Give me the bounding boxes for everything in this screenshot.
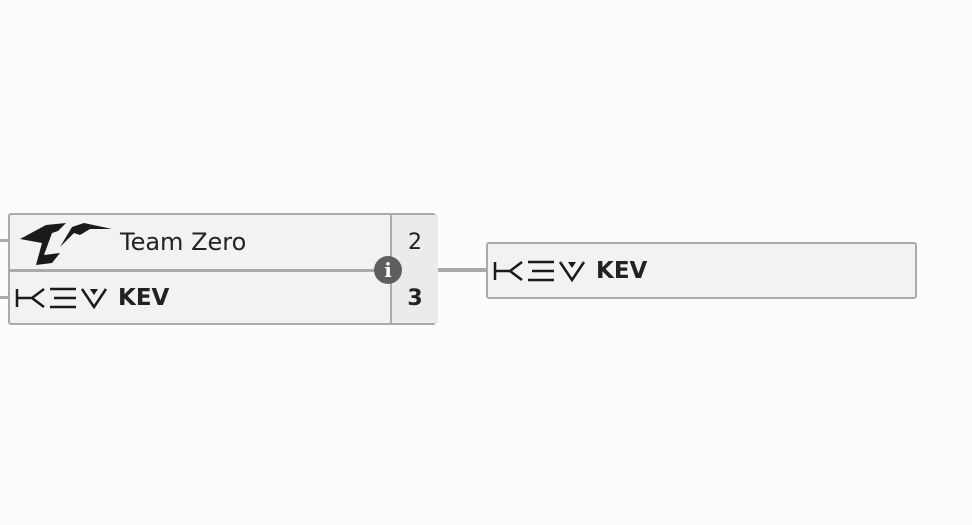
- score-team-zero: 2: [408, 229, 422, 255]
- kev-logo-icon: [493, 260, 586, 282]
- connector-out: [436, 268, 486, 272]
- connector-in-bottom: [0, 296, 8, 299]
- team-name: Team Zero: [120, 228, 247, 256]
- score-kev: 3: [407, 285, 423, 311]
- team-zero-logo-icon: [20, 223, 112, 265]
- info-icon[interactable]: i: [374, 256, 402, 284]
- connector-in-top: [0, 239, 8, 242]
- team-name: KEV: [596, 257, 648, 284]
- kev-logo-icon: [15, 287, 108, 310]
- team-row-kev[interactable]: KEV: [10, 271, 390, 325]
- team-name: KEV: [118, 285, 170, 311]
- team-row-team-zero[interactable]: Team Zero: [10, 215, 390, 269]
- next-match-card[interactable]: KEV: [486, 242, 917, 299]
- match-card[interactable]: Team Zero KEV 2 3: [8, 213, 438, 325]
- row-divider: [10, 269, 434, 272]
